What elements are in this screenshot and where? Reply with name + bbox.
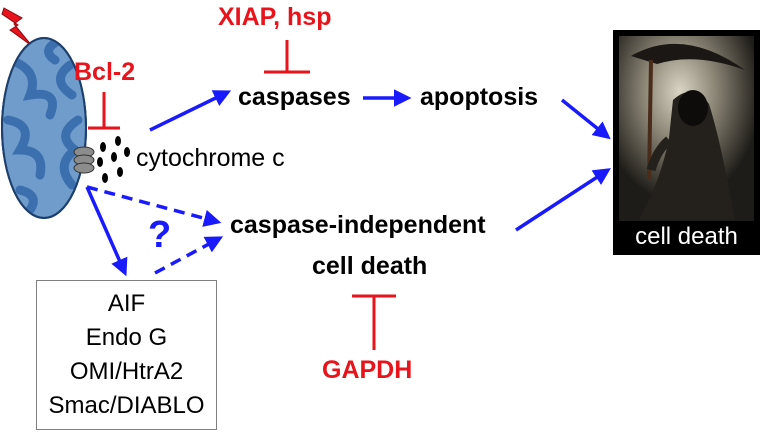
cell-death-label: cell death [635, 223, 738, 250]
arrow-apoptosis-to-cell-death [560, 98, 611, 140]
protein-item: OMI/HtrA2 [69, 358, 184, 385]
apoptosis-label: apoptosis [420, 83, 539, 111]
question-mark: ? [148, 214, 172, 256]
cytochrome-c-dots [97, 136, 130, 183]
cytochrome-c-label: cytochrome c [136, 144, 285, 172]
grim-reaper-image [619, 36, 754, 221]
cell-death-image: cell death [613, 30, 760, 255]
gapdh-inhibition-bar [352, 294, 396, 350]
caspases-label: caspases [238, 83, 351, 111]
arrow-cytochrome-to-caspases [149, 90, 232, 132]
arrow-mito-to-independent-dashed [86, 185, 222, 227]
protein-item: Endo G [85, 324, 168, 351]
bcl2-inhibition-bar [88, 92, 120, 130]
gapdh-label: GAPDH [322, 356, 413, 384]
lightning-icon [1, 7, 33, 47]
cell-death-independent-label: cell death [312, 252, 428, 280]
arrow-proteins-to-independent-dashed [154, 236, 224, 275]
arrow-mito-to-proteins [85, 186, 128, 277]
xiap-inhibition-bar [264, 40, 310, 74]
protein-item: AIF [107, 290, 146, 317]
caspase-independent-label: caspase-independent [230, 211, 486, 239]
protein-item: Smac/DIABLO [48, 392, 205, 419]
arrow-independent-to-cell-death [515, 168, 611, 232]
bcl2-label: Bcl-2 [74, 58, 136, 86]
xiap-hsp-label: XIAP, hsp [218, 3, 332, 31]
mitochondrion-icon [1, 37, 87, 219]
pore-icon [73, 146, 95, 174]
released-proteins-box: AIF Endo G OMI/HtrA2 Smac/DIABLO [36, 280, 217, 430]
